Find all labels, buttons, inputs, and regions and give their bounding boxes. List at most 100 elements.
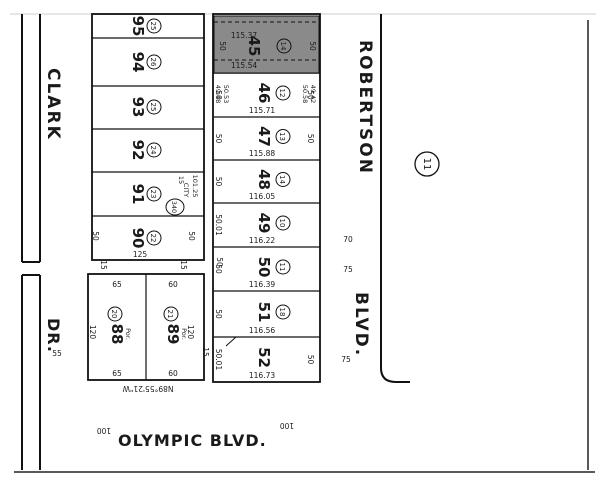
city-parcel-number: 340 bbox=[170, 201, 178, 213]
lot-number: 52 bbox=[255, 347, 273, 368]
elevation: 115.71 bbox=[249, 106, 275, 115]
parcel-circle bbox=[276, 38, 292, 54]
svg-text:55: 55 bbox=[52, 349, 62, 358]
dim-top: 60 bbox=[168, 280, 178, 289]
dim-bottom: 65 bbox=[112, 369, 122, 378]
lot-number: 50 bbox=[255, 257, 273, 278]
svg-text:70: 70 bbox=[343, 235, 353, 244]
svg-text:49.42: 49.42 bbox=[309, 85, 317, 104]
elevation: 116.73 bbox=[249, 371, 275, 380]
lot-number: 89 bbox=[164, 324, 182, 345]
dim-left: 50 bbox=[214, 134, 223, 144]
parcel-number: 18 bbox=[278, 308, 286, 317]
parcel-circle bbox=[146, 99, 162, 115]
dim-left: 50.01 bbox=[214, 214, 223, 236]
arrow-tick bbox=[225, 336, 237, 347]
street-clark: CLARK bbox=[43, 68, 63, 141]
parcel-circle bbox=[146, 230, 162, 246]
svg-text:50: 50 bbox=[187, 231, 196, 241]
elevation: 116.56 bbox=[249, 326, 275, 335]
dim-side: 120 bbox=[186, 325, 195, 340]
parcel-circle bbox=[275, 85, 291, 101]
parcel-number: 14 bbox=[278, 175, 286, 184]
lot-number: 93 bbox=[129, 97, 147, 118]
street-dr: DR. bbox=[44, 318, 63, 353]
misc-dimensions: 50 50 125 15 15 15 50 55 70 75 75 100 10… bbox=[52, 231, 353, 435]
street-lines bbox=[21, 14, 410, 470]
dim-right: 50 bbox=[306, 355, 315, 365]
svg-text:50: 50 bbox=[215, 257, 224, 267]
dim-right: 50 bbox=[306, 134, 315, 144]
svg-text:15: 15 bbox=[179, 260, 188, 270]
svg-text:49.48: 49.48 bbox=[214, 85, 222, 104]
elevation-bottom: 115.54 bbox=[231, 61, 257, 70]
svg-text:50.58: 50.58 bbox=[301, 85, 309, 104]
parcel-number: 22 bbox=[149, 234, 157, 243]
lot-number: 46 bbox=[255, 83, 273, 104]
parcel-number: 10 bbox=[278, 219, 286, 228]
lot-number: 47 bbox=[255, 126, 273, 147]
svg-text:50.53: 50.53 bbox=[222, 85, 230, 104]
svg-text:N89°55'21"W: N89°55'21"W bbox=[122, 384, 174, 393]
svg-text:15: 15 bbox=[177, 176, 185, 184]
dim-top: 65 bbox=[112, 280, 122, 289]
lot-number: 90 bbox=[129, 228, 147, 249]
lot-note: Por. bbox=[124, 328, 132, 340]
parcel-circle bbox=[146, 54, 162, 70]
shaded-lot-45[interactable]: 45 14 115.37 115.54 50 50 bbox=[213, 15, 320, 74]
parcel-circle bbox=[275, 304, 291, 320]
svg-text:100: 100 bbox=[280, 421, 295, 430]
parcel-number: 23 bbox=[149, 190, 157, 199]
dim-side: 120 bbox=[88, 325, 97, 340]
parcel-number: 11 bbox=[278, 263, 286, 272]
parcel-circle bbox=[146, 142, 162, 158]
svg-text:75: 75 bbox=[343, 265, 353, 274]
dim-bottom: 60 bbox=[168, 369, 178, 378]
lot-number: 95 bbox=[129, 16, 147, 37]
block-number: 11 bbox=[421, 158, 432, 171]
lot-number: 92 bbox=[129, 140, 147, 161]
dim-right: 50 bbox=[306, 90, 315, 100]
parcel-number: 13 bbox=[278, 132, 286, 141]
elevation: 115.88 bbox=[249, 149, 275, 158]
parcel-number: 12 bbox=[278, 89, 286, 98]
lot-note: Por. bbox=[180, 328, 188, 340]
svg-text:100: 100 bbox=[97, 426, 112, 435]
lot-46-corner-dims: 50.53 49.48 49.42 50.58 bbox=[214, 85, 317, 104]
lot-number: 88 bbox=[108, 324, 126, 345]
west-block bbox=[91, 13, 205, 261]
parcel-number: 14 bbox=[279, 42, 287, 51]
south-block bbox=[87, 273, 205, 381]
city-parcel: 340 CITY 101.25 15 bbox=[165, 175, 199, 216]
parcel-circle bbox=[275, 129, 291, 144]
street-blvd: BLVD. bbox=[351, 292, 371, 357]
city-label: CITY bbox=[182, 183, 190, 197]
lot-number: 45 bbox=[245, 36, 263, 57]
lot-number: 91 bbox=[129, 184, 147, 205]
svg-text:15: 15 bbox=[201, 347, 210, 357]
lot-number: 48 bbox=[255, 169, 273, 190]
parcel-circle bbox=[146, 186, 162, 202]
parcel-number: 26 bbox=[149, 58, 157, 67]
elevation: 116.05 bbox=[249, 192, 275, 201]
svg-text:101.25: 101.25 bbox=[191, 175, 199, 198]
parcel-circle bbox=[107, 306, 123, 322]
dim-left: 50 bbox=[214, 264, 223, 274]
